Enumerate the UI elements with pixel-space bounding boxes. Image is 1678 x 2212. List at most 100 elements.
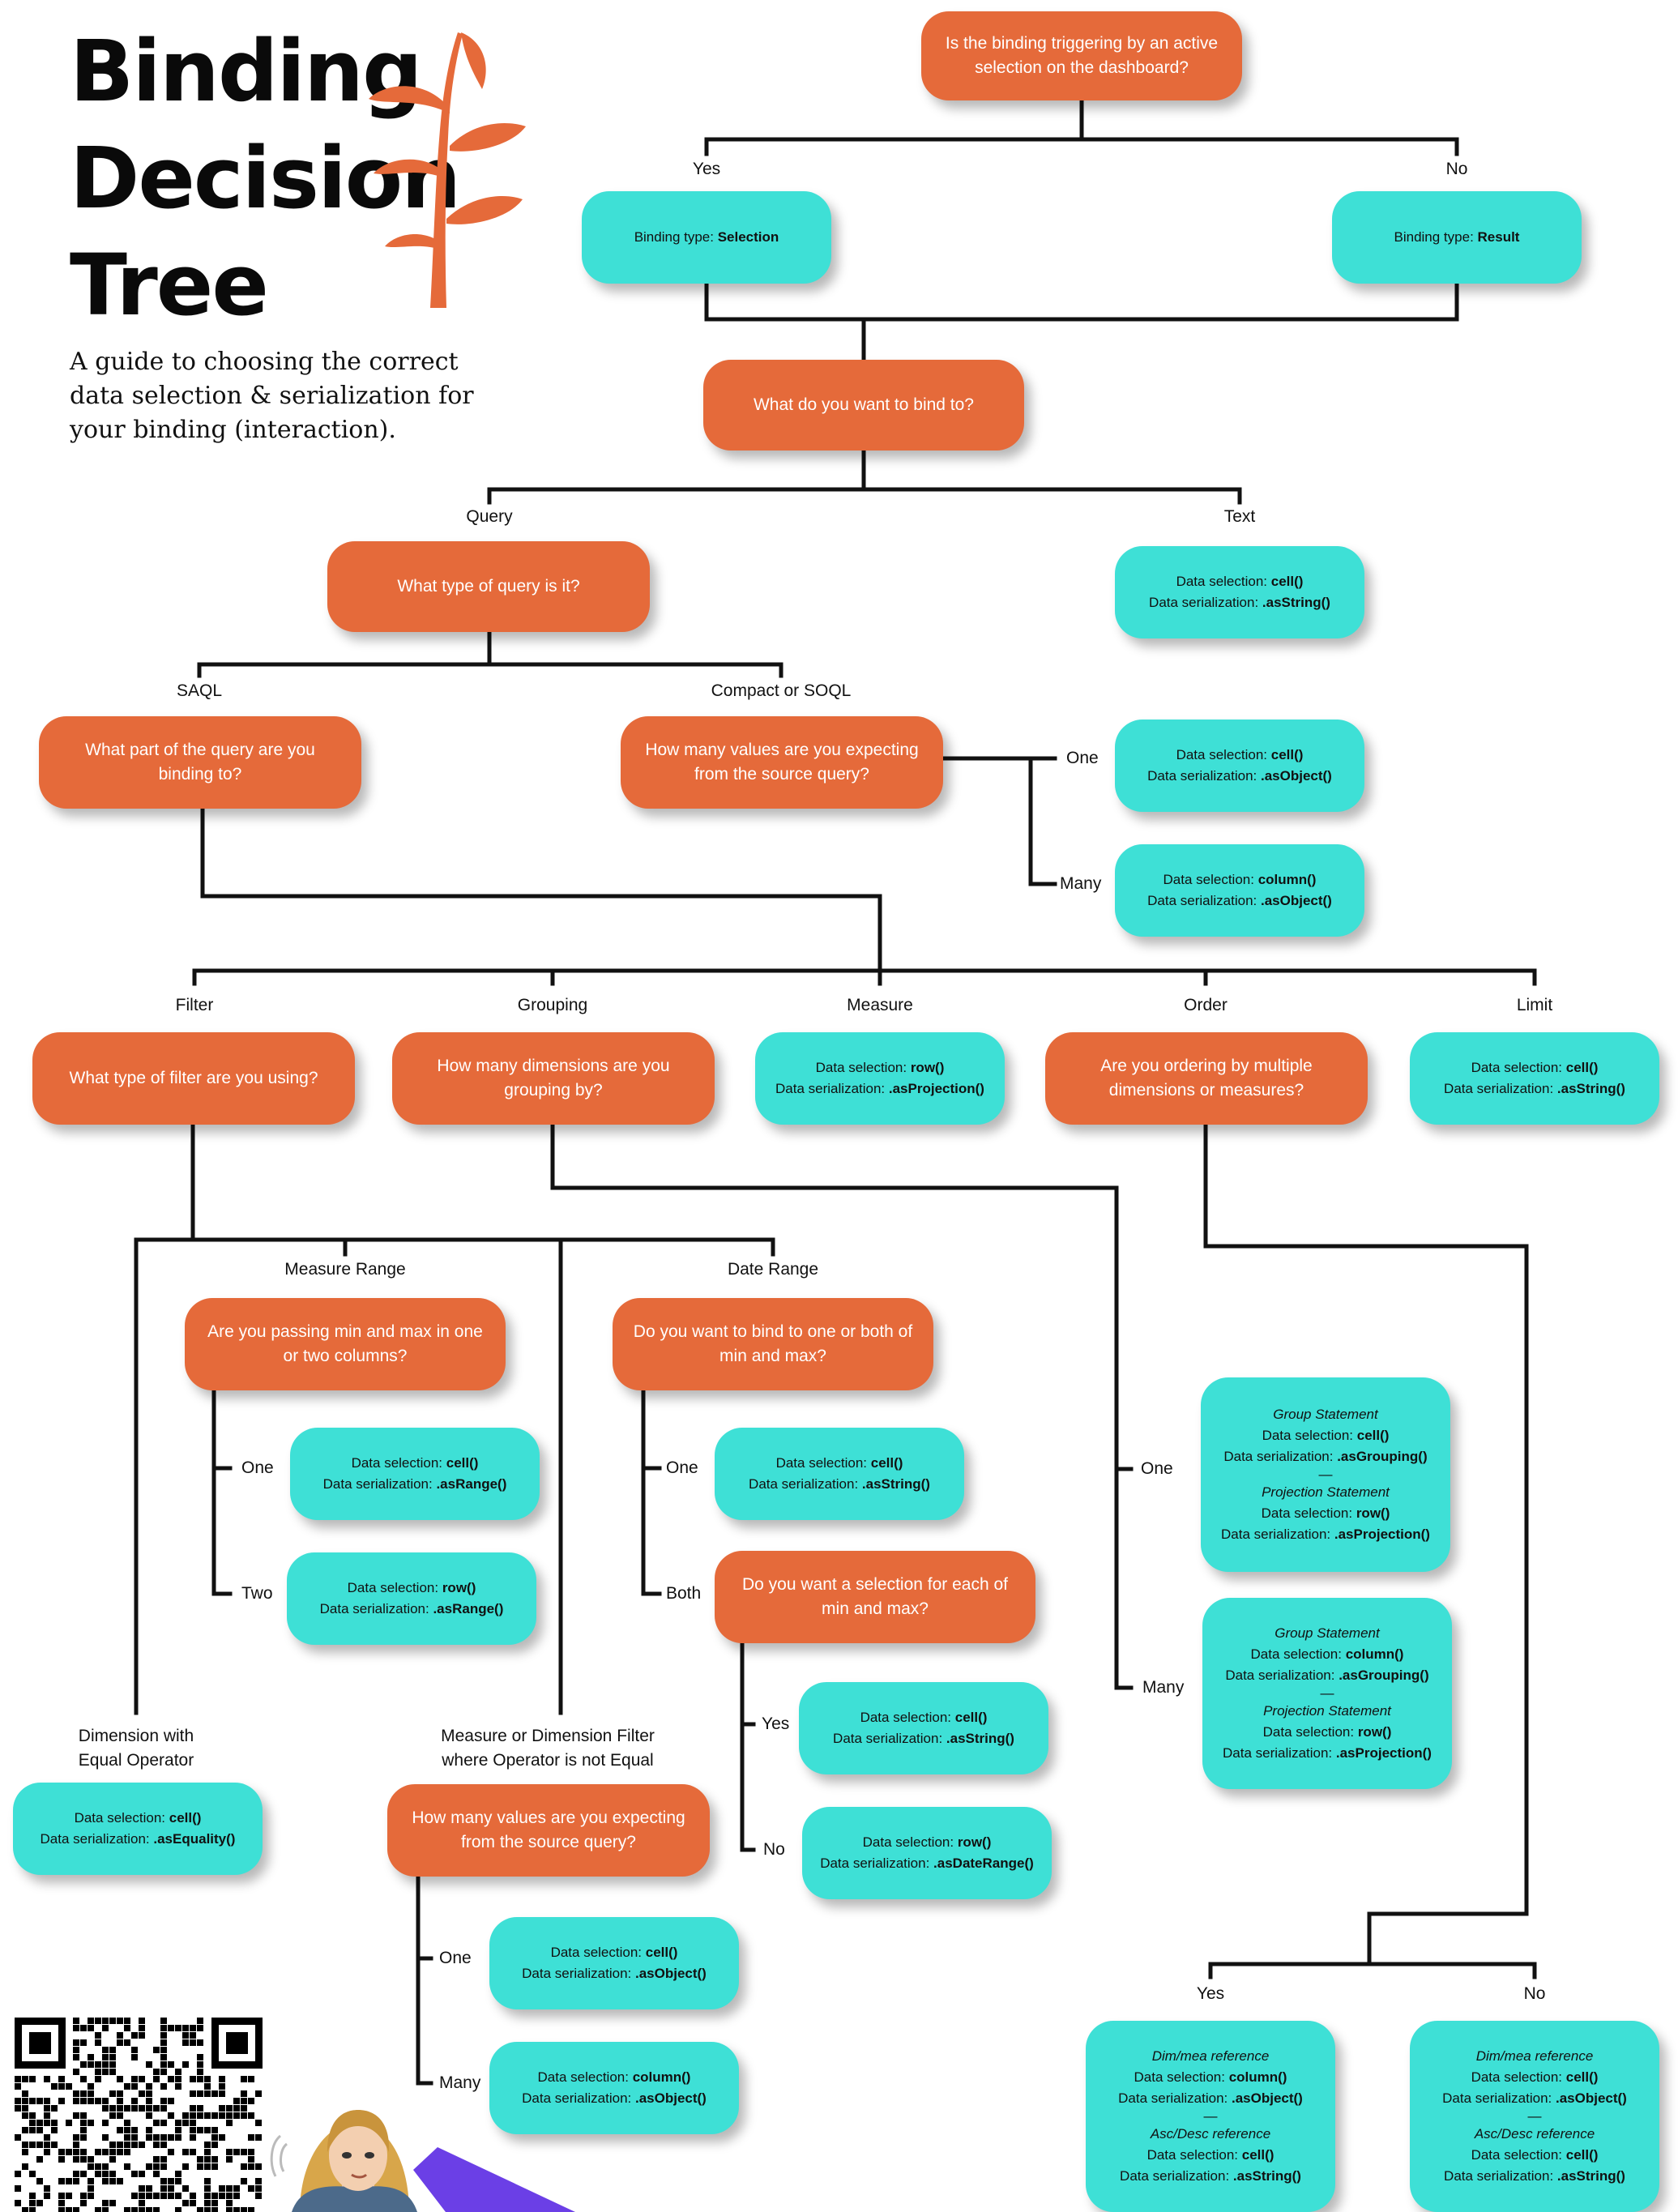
question-bind-to: What do you want to bind to? [703,360,1024,451]
selection-label: Data selection: [1471,2147,1566,2163]
serialization-label: Data serialization: [1225,1668,1339,1683]
serialization-label: Data serialization: [1120,2168,1233,2184]
serialization-value: .asGrouping() [1339,1668,1429,1683]
group-statement-title: Group Statement [1273,1407,1378,1422]
label-group-one: One [1141,1459,1173,1478]
question-query-type: What type of query is it? [327,541,650,632]
asc-desc-reference-title: Asc/Desc reference [1474,2126,1595,2142]
answer-order-no: Dim/mea reference Data selection: cell()… [1410,2021,1659,2212]
label-dr-both: Both [666,1584,702,1603]
separator: — [1203,2108,1218,2124]
label-saql: SAQL [176,681,223,700]
label-limit: Limit [1516,996,1553,1014]
serialization-label: Data serialization: [1149,595,1262,610]
separator: — [1320,1685,1334,1701]
question-saql-part: What part of the query are you binding t… [39,716,361,809]
label-text: Text [1223,507,1256,526]
label-dr-no: No [763,1840,785,1859]
serialization-value: .asGrouping() [1337,1449,1428,1464]
projection-statement-title: Projection Statement [1263,1703,1391,1719]
question-dr-each: Do you want a selection for each of min … [715,1551,1035,1643]
serialization-value: .asEquality() [153,1831,236,1847]
selection-value: column() [1228,2069,1287,2085]
projection-statement-title: Projection Statement [1262,1484,1390,1500]
selection-value: row() [910,1060,945,1075]
answer-binding-result: Binding type: Result [1332,191,1582,284]
serialization-label: Data serialization: [1147,768,1261,784]
answer-dr-yes: Data selection: cell() Data serializatio… [799,1682,1048,1774]
serialization-label: Data serialization: [749,1476,862,1492]
selection-value: cell() [954,1710,988,1725]
label-group-many: Many [1142,1678,1185,1697]
answer-dr-no: Data selection: row() Data serialization… [802,1807,1052,1899]
selection-label: Data selection: [1250,1646,1346,1662]
serialization-label: Data serialization: [833,1731,946,1746]
title-line-1: Binding [70,22,423,121]
selection-label: Data selection: [1261,1505,1356,1521]
page-title: Binding Decision Tree [70,18,461,339]
qr-code-icon[interactable] [15,2018,266,2212]
selection-value: row() [1357,1724,1392,1740]
label-grouping: Grouping [517,996,588,1014]
answer-dim-equal: Data selection: cell() Data serializatio… [13,1783,263,1875]
selection-label: Data selection: [860,1710,955,1725]
selection-label: Data selection: [351,1455,446,1471]
serialization-value: .asObject() [1260,768,1332,784]
question-grouping-dims: How many dimensions are you grouping by? [392,1032,715,1125]
answer-mr-two: Data selection: row() Data serialization… [287,1552,536,1645]
serialization-value: .asObject() [1555,2090,1627,2106]
serialization-value: .asRange() [436,1476,507,1492]
selection-value: cell() [1565,1060,1599,1075]
label-compact-one: One [1066,749,1099,767]
serialization-value: .asObject() [1231,2090,1303,2106]
answer-mr-one: Data selection: cell() Data serializatio… [290,1428,540,1520]
answer-value: Selection [717,229,779,245]
serialization-label: Data serialization: [40,1831,154,1847]
label-mr-one: One [241,1458,274,1477]
selection-label: Data selection: [537,2069,633,2085]
answer-group-many: Group Statement Data selection: column()… [1202,1598,1452,1789]
answer-limit: Data selection: cell() Data serializatio… [1410,1032,1659,1125]
dim-mea-reference-title: Dim/mea reference [1475,2048,1594,2064]
label-md-one: One [439,1949,472,1967]
answer-binding-selection: Binding type: Selection [582,191,831,284]
label-order-no: No [1523,1984,1546,2003]
question-measure-range: Are you passing min and max in one or tw… [185,1298,506,1390]
serialization-label: Data serialization: [775,1081,889,1096]
answer-compact-many: Data selection: column() Data serializat… [1115,844,1364,937]
selection-label: Data selection: [862,1834,958,1850]
label-order: Order [1184,996,1228,1014]
label-mr-two: Two [241,1584,273,1603]
serialization-label: Data serialization: [1221,1527,1334,1542]
label-dr-one: One [666,1458,698,1477]
serialization-label: Data serialization: [1444,1081,1557,1096]
selection-label: Data selection: [1471,2069,1566,2085]
selection-label: Data selection: [1134,2069,1229,2085]
serialization-value: .asProjection() [1334,1527,1430,1542]
serialization-label: Data serialization: [1442,2090,1556,2106]
selection-value: cell() [446,1455,479,1471]
answer-measure: Data selection: row() Data serialization… [755,1032,1005,1125]
answer-value: Result [1477,229,1520,245]
serialization-label: Data serialization: [522,2090,635,2106]
answer-md-many: Data selection: column() Data serializat… [489,2042,739,2134]
label-compact-many: Many [1060,874,1102,893]
serialization-label: Data serialization: [1444,2168,1557,2184]
answer-label: Binding type: [1394,229,1478,245]
label-no-top: No [1445,160,1468,178]
selection-value: cell() [1270,574,1304,589]
group-statement-title: Group Statement [1275,1625,1380,1641]
selection-label: Data selection: [74,1810,169,1826]
selection-value: column() [1345,1646,1404,1662]
serialization-label: Data serialization: [522,1966,635,1981]
label-filter: Filter [175,996,214,1014]
serialization-label: Data serialization: [319,1601,433,1616]
selection-label: Data selection: [1163,872,1258,887]
answer-label: Binding type: [634,229,718,245]
serialization-value: .asDateRange() [933,1855,1034,1871]
question-trigger: Is the binding triggering by an active s… [921,11,1242,100]
selection-value: cell() [870,1455,903,1471]
serialization-value: .asString() [861,1476,930,1492]
serialization-label: Data serialization: [1118,2090,1232,2106]
